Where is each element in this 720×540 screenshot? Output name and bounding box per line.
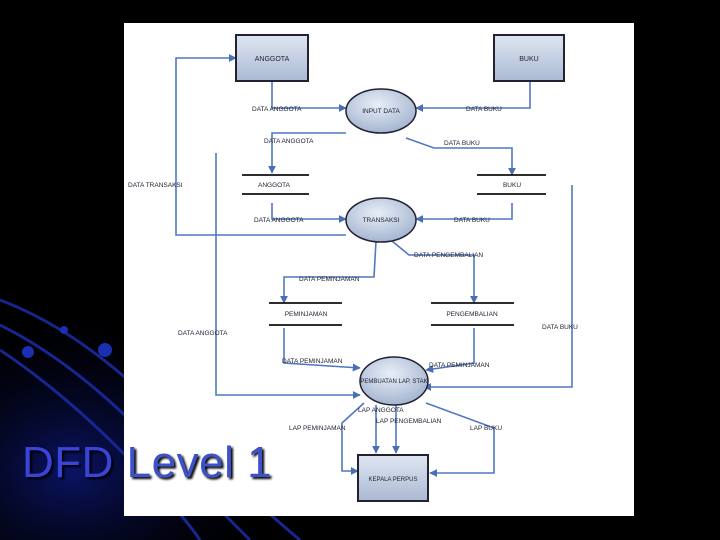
flow-label: DATA TRANSAKSI bbox=[128, 182, 183, 189]
flow-label: DATA PEMINJAMAN bbox=[299, 276, 360, 283]
store-peminjaman-label: PEMINJAMAN bbox=[285, 311, 328, 318]
decorative-dot bbox=[22, 346, 34, 358]
dfd-diagram: ANGGOTA BUKU KEPALA PERPUS INPUT DATA TR… bbox=[124, 23, 634, 516]
entity-anggota: ANGGOTA bbox=[235, 34, 309, 82]
flow-label: LAP PENGEMBALIAN bbox=[376, 418, 442, 425]
store-pengembalian-label: PENGEMBALIAN bbox=[446, 311, 498, 318]
flow-label: DATA ANGGOTA bbox=[178, 330, 228, 337]
process-pembuatan-label: PEMBUATAN LAP. STAK bbox=[360, 379, 427, 385]
decorative-dot bbox=[60, 326, 68, 334]
flow-label: DATA ANGGOTA bbox=[264, 138, 314, 145]
process-input-data: INPUT DATA bbox=[345, 88, 417, 134]
store-buku: BUKU bbox=[477, 174, 546, 195]
entity-buku-label: BUKU bbox=[519, 56, 538, 63]
flow-label: LAP BUKU bbox=[470, 425, 502, 432]
flow-label: DATA PEMINJAMAN bbox=[429, 362, 490, 369]
flow-label: DATA ANGGOTA bbox=[252, 106, 302, 113]
entity-buku: BUKU bbox=[493, 34, 565, 82]
entity-kepala-label: KEPALA PERPUS bbox=[369, 477, 418, 483]
flow-label: LAP ANGGOTA bbox=[358, 407, 404, 414]
flow-labels: DATA ANGGOTA DATA BUKU DATA ANGGOTA DATA… bbox=[128, 106, 578, 432]
flow-lines bbox=[175, 54, 573, 477]
flow-label: DATA BUKU bbox=[542, 324, 578, 331]
decorative-dot bbox=[98, 343, 112, 357]
flow-label: DATA ANGGOTA bbox=[254, 217, 304, 224]
process-pembuatan-laporan: PEMBUATAN LAP. STAK bbox=[359, 356, 429, 406]
store-peminjaman: PEMINJAMAN bbox=[269, 302, 342, 326]
slide-title: DFD Level 1 bbox=[22, 438, 272, 488]
flow-label: DATA BUKU bbox=[444, 140, 480, 147]
flow-label: LAP PEMINJAMAN bbox=[289, 425, 346, 432]
store-pengembalian: PENGEMBALIAN bbox=[431, 302, 514, 326]
slide-title-part1: DFD bbox=[22, 438, 114, 487]
flow-label: DATA BUKU bbox=[466, 106, 502, 113]
store-anggota: ANGGOTA bbox=[242, 174, 309, 195]
flow-label: DATA BUKU bbox=[454, 217, 490, 224]
entity-kepala-perpus: KEPALA PERPUS bbox=[357, 454, 429, 502]
store-buku-label: BUKU bbox=[503, 182, 521, 189]
process-transaksi-label: TRANSAKSI bbox=[363, 217, 400, 224]
store-anggota-label: ANGGOTA bbox=[258, 182, 291, 189]
process-input-label: INPUT DATA bbox=[362, 108, 400, 115]
entity-anggota-label: ANGGOTA bbox=[255, 56, 290, 63]
process-transaksi: TRANSAKSI bbox=[345, 197, 417, 243]
slide-title-part2: Level 1 bbox=[126, 438, 273, 487]
flow-label: DATA PEMINJAMAN bbox=[282, 358, 343, 365]
flow-label: DATA PENGEMBALIAN bbox=[414, 252, 483, 259]
